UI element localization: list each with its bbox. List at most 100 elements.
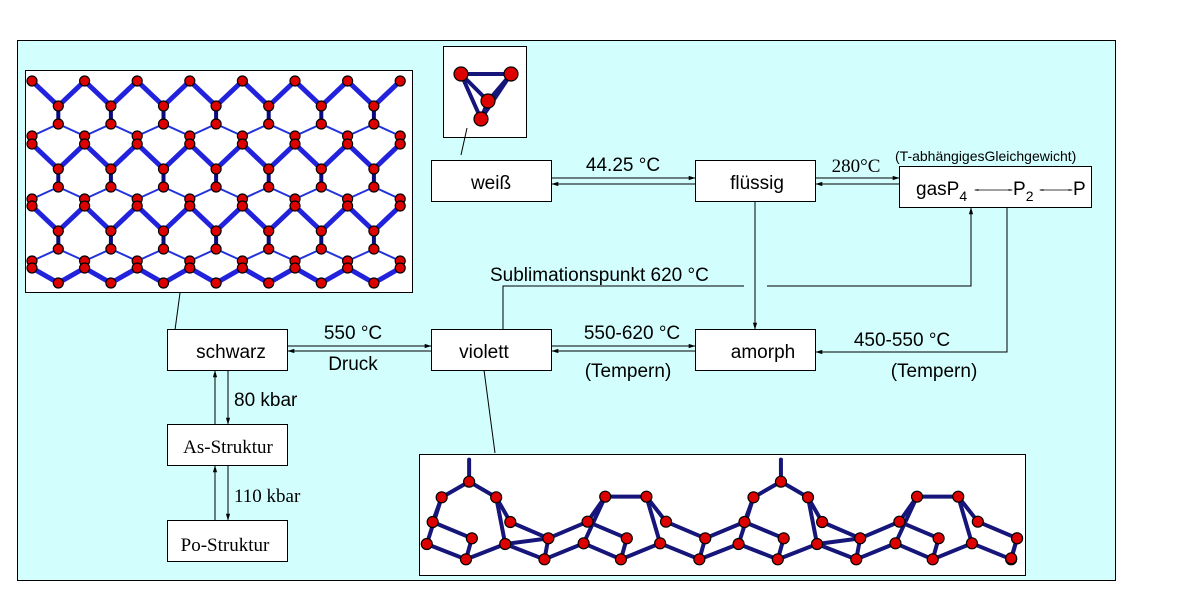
atom — [693, 553, 706, 566]
atom — [26, 262, 38, 274]
atom — [263, 100, 275, 112]
atom — [52, 181, 64, 193]
label-280: 280°C — [832, 156, 881, 177]
atom — [747, 491, 760, 504]
atom — [105, 100, 117, 112]
atom — [210, 225, 222, 237]
label-druck: Druck — [328, 354, 378, 375]
sublimation-line-right — [767, 207, 974, 287]
violett-pointer-line — [483, 369, 496, 454]
atom — [453, 66, 469, 82]
atom — [236, 75, 248, 87]
weiss-pointer-line — [460, 127, 468, 156]
node-po-struktur-label: Po-Struktur — [181, 535, 270, 556]
atom — [236, 262, 248, 274]
atom — [342, 262, 354, 274]
atom — [368, 277, 380, 289]
atom — [157, 181, 170, 193]
atom — [850, 553, 863, 566]
atom — [368, 100, 380, 112]
atom — [490, 491, 503, 504]
label-550-620: 550-620 °C — [584, 323, 680, 344]
atom — [368, 225, 380, 237]
atom — [315, 225, 327, 237]
atom — [926, 553, 939, 566]
label-550: 550 °C — [324, 323, 382, 344]
atom — [289, 138, 301, 150]
atom — [889, 537, 902, 550]
node-schwarz-label: schwarz — [196, 342, 266, 363]
atom — [368, 163, 380, 175]
atom — [614, 553, 628, 566]
atom — [771, 553, 784, 566]
atom — [394, 75, 406, 87]
atom — [932, 532, 945, 545]
atom — [459, 553, 473, 566]
atom — [659, 515, 673, 528]
atom — [52, 243, 64, 255]
node-gas-p2: P2 — [1013, 179, 1034, 204]
atom — [157, 243, 170, 255]
atom — [263, 243, 275, 255]
atom — [620, 532, 633, 545]
label-sublimation: Sublimationspunkt 620 °C — [490, 265, 709, 286]
label-gas-equilibrium: (T-abhängigesGleichgewicht) — [895, 148, 1076, 164]
atom — [810, 537, 824, 551]
atom — [236, 138, 248, 150]
atom — [78, 200, 91, 212]
atom — [263, 118, 275, 130]
atom — [131, 262, 143, 274]
atom — [78, 138, 91, 150]
atom — [473, 111, 489, 127]
atom — [971, 515, 984, 528]
arrow-gas-to-amorph — [815, 208, 1008, 355]
atom — [26, 138, 38, 150]
atom — [952, 490, 965, 503]
atom — [801, 491, 815, 504]
atom — [52, 163, 64, 175]
atom — [263, 225, 275, 237]
node-po-struktur[interactable]: Po-Struktur — [167, 520, 288, 562]
atom — [78, 262, 91, 274]
node-as-struktur[interactable]: As-Struktur — [167, 424, 288, 466]
atom — [210, 243, 222, 255]
node-amorph[interactable]: amorph — [695, 329, 816, 371]
atom — [52, 225, 64, 237]
atom — [131, 138, 143, 150]
atom — [503, 66, 519, 82]
atom — [368, 243, 380, 255]
node-fluessig[interactable]: flüssig — [695, 160, 816, 202]
node-gas[interactable]: gasP4 P2 P — [899, 166, 1092, 208]
atom — [105, 277, 117, 289]
atom — [426, 515, 439, 529]
atom — [577, 537, 590, 550]
atom — [732, 537, 745, 551]
atom — [210, 118, 222, 130]
atom — [289, 262, 301, 274]
atom — [435, 491, 448, 504]
atom — [777, 532, 790, 545]
atom — [699, 532, 712, 545]
atom — [210, 181, 222, 193]
node-gas-label: gasP4 — [916, 179, 967, 204]
atom — [131, 75, 143, 87]
atom — [538, 553, 551, 566]
node-schwarz[interactable]: schwarz — [167, 329, 288, 371]
atom — [315, 118, 327, 130]
atom — [315, 163, 327, 175]
violet-phosphorus-illustration — [419, 454, 1026, 576]
atom — [499, 537, 512, 551]
sublimation-line-left — [502, 285, 744, 329]
atom — [26, 75, 38, 87]
atom — [774, 475, 788, 488]
atom — [157, 118, 170, 130]
atom — [342, 138, 354, 150]
atom — [210, 277, 222, 289]
node-violett[interactable]: violett — [431, 329, 552, 371]
atom — [315, 277, 327, 289]
atom — [26, 200, 38, 212]
atom — [105, 243, 117, 255]
atom — [105, 118, 117, 130]
node-weiss[interactable]: weiß — [431, 160, 552, 202]
